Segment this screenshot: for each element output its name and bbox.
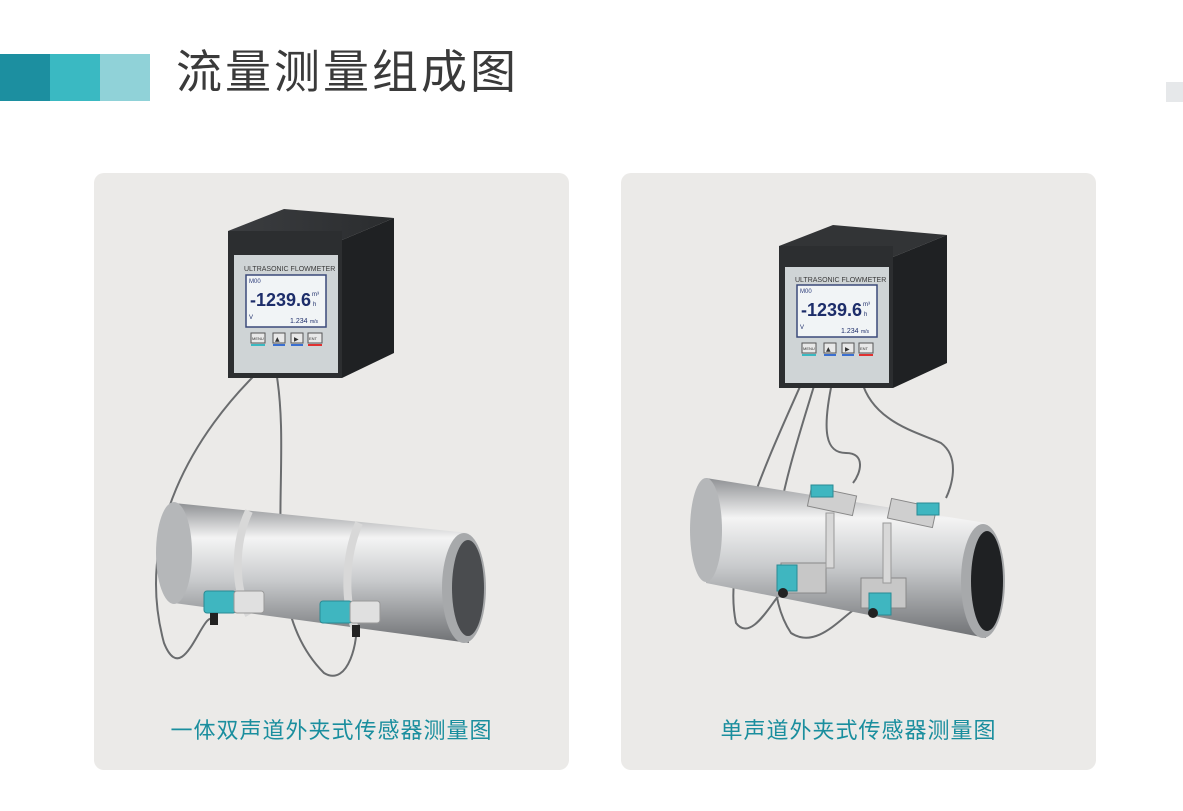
v-marker: V bbox=[800, 325, 804, 331]
menu-key: MENU bbox=[803, 346, 815, 351]
dual-channel-illustration: ULTRASONIC FLOWMETER M00 -1239.6 m³ h V … bbox=[155, 209, 486, 677]
panel-dual-channel: ULTRASONIC FLOWMETER M00 -1239.6 m³ h V … bbox=[94, 173, 569, 770]
mode-tag: M00 bbox=[800, 289, 812, 295]
flow-unit-bottom: h bbox=[864, 312, 867, 318]
decor-block-dark bbox=[0, 54, 50, 101]
decor-block-mid bbox=[50, 54, 100, 101]
velocity-unit: m/s bbox=[310, 319, 319, 325]
flow-reading: -1239.6 bbox=[250, 290, 311, 310]
flow-unit-top: m³ bbox=[863, 302, 870, 308]
velocity-reading: 1.234 bbox=[841, 328, 859, 335]
flow-unit-top: m³ bbox=[312, 292, 319, 298]
enter-key: ENT bbox=[860, 346, 869, 351]
sensor-pair-left bbox=[203, 590, 265, 625]
flow-unit-bottom: h bbox=[313, 302, 316, 308]
panel-single-channel: ULTRASONIC FLOWMETER M00 -1239.6 m³ h V … bbox=[621, 173, 1096, 770]
header-decor-blocks bbox=[0, 54, 150, 101]
sensor-pair-right bbox=[319, 600, 381, 637]
brand-label: ULTRASONIC FLOWMETER bbox=[244, 266, 335, 273]
flow-reading: -1239.6 bbox=[801, 300, 862, 320]
cable bbox=[155, 367, 263, 660]
cable bbox=[773, 375, 862, 639]
caption-single-channel: 单声道外夹式传感器测量图 bbox=[720, 719, 997, 744]
velocity-unit: m/s bbox=[861, 329, 870, 335]
cable bbox=[825, 377, 861, 484]
cable bbox=[732, 372, 807, 630]
clamp-assembly-right bbox=[860, 497, 940, 618]
cable bbox=[860, 377, 954, 499]
page-title: 流量测量组成图 bbox=[176, 45, 519, 99]
velocity-reading: 1.234 bbox=[290, 318, 308, 325]
brand-label: ULTRASONIC FLOWMETER bbox=[795, 277, 886, 284]
right-key: ▶ bbox=[845, 346, 850, 353]
flowmeter: ULTRASONIC FLOWMETER M00 -1239.6 m³ h V … bbox=[779, 225, 947, 388]
mode-tag: M00 bbox=[249, 279, 261, 285]
up-key: ▲ bbox=[275, 336, 280, 343]
right-key: ▶ bbox=[294, 336, 299, 343]
caption-dual-channel: 一体双声道外夹式传感器测量图 bbox=[170, 719, 493, 744]
up-key: ▲ bbox=[826, 346, 831, 353]
menu-key: MENU bbox=[252, 336, 264, 341]
clamp-assembly-left bbox=[776, 484, 858, 598]
single-channel-illustration: ULTRASONIC FLOWMETER M00 -1239.6 m³ h V … bbox=[690, 225, 1005, 639]
enter-key: ENT bbox=[309, 336, 318, 341]
corner-decor bbox=[1166, 82, 1183, 102]
flowmeter: ULTRASONIC FLOWMETER M00 -1239.6 m³ h V … bbox=[228, 209, 394, 378]
cable bbox=[275, 370, 358, 677]
v-marker: V bbox=[249, 315, 253, 321]
decor-block-light bbox=[100, 54, 150, 101]
